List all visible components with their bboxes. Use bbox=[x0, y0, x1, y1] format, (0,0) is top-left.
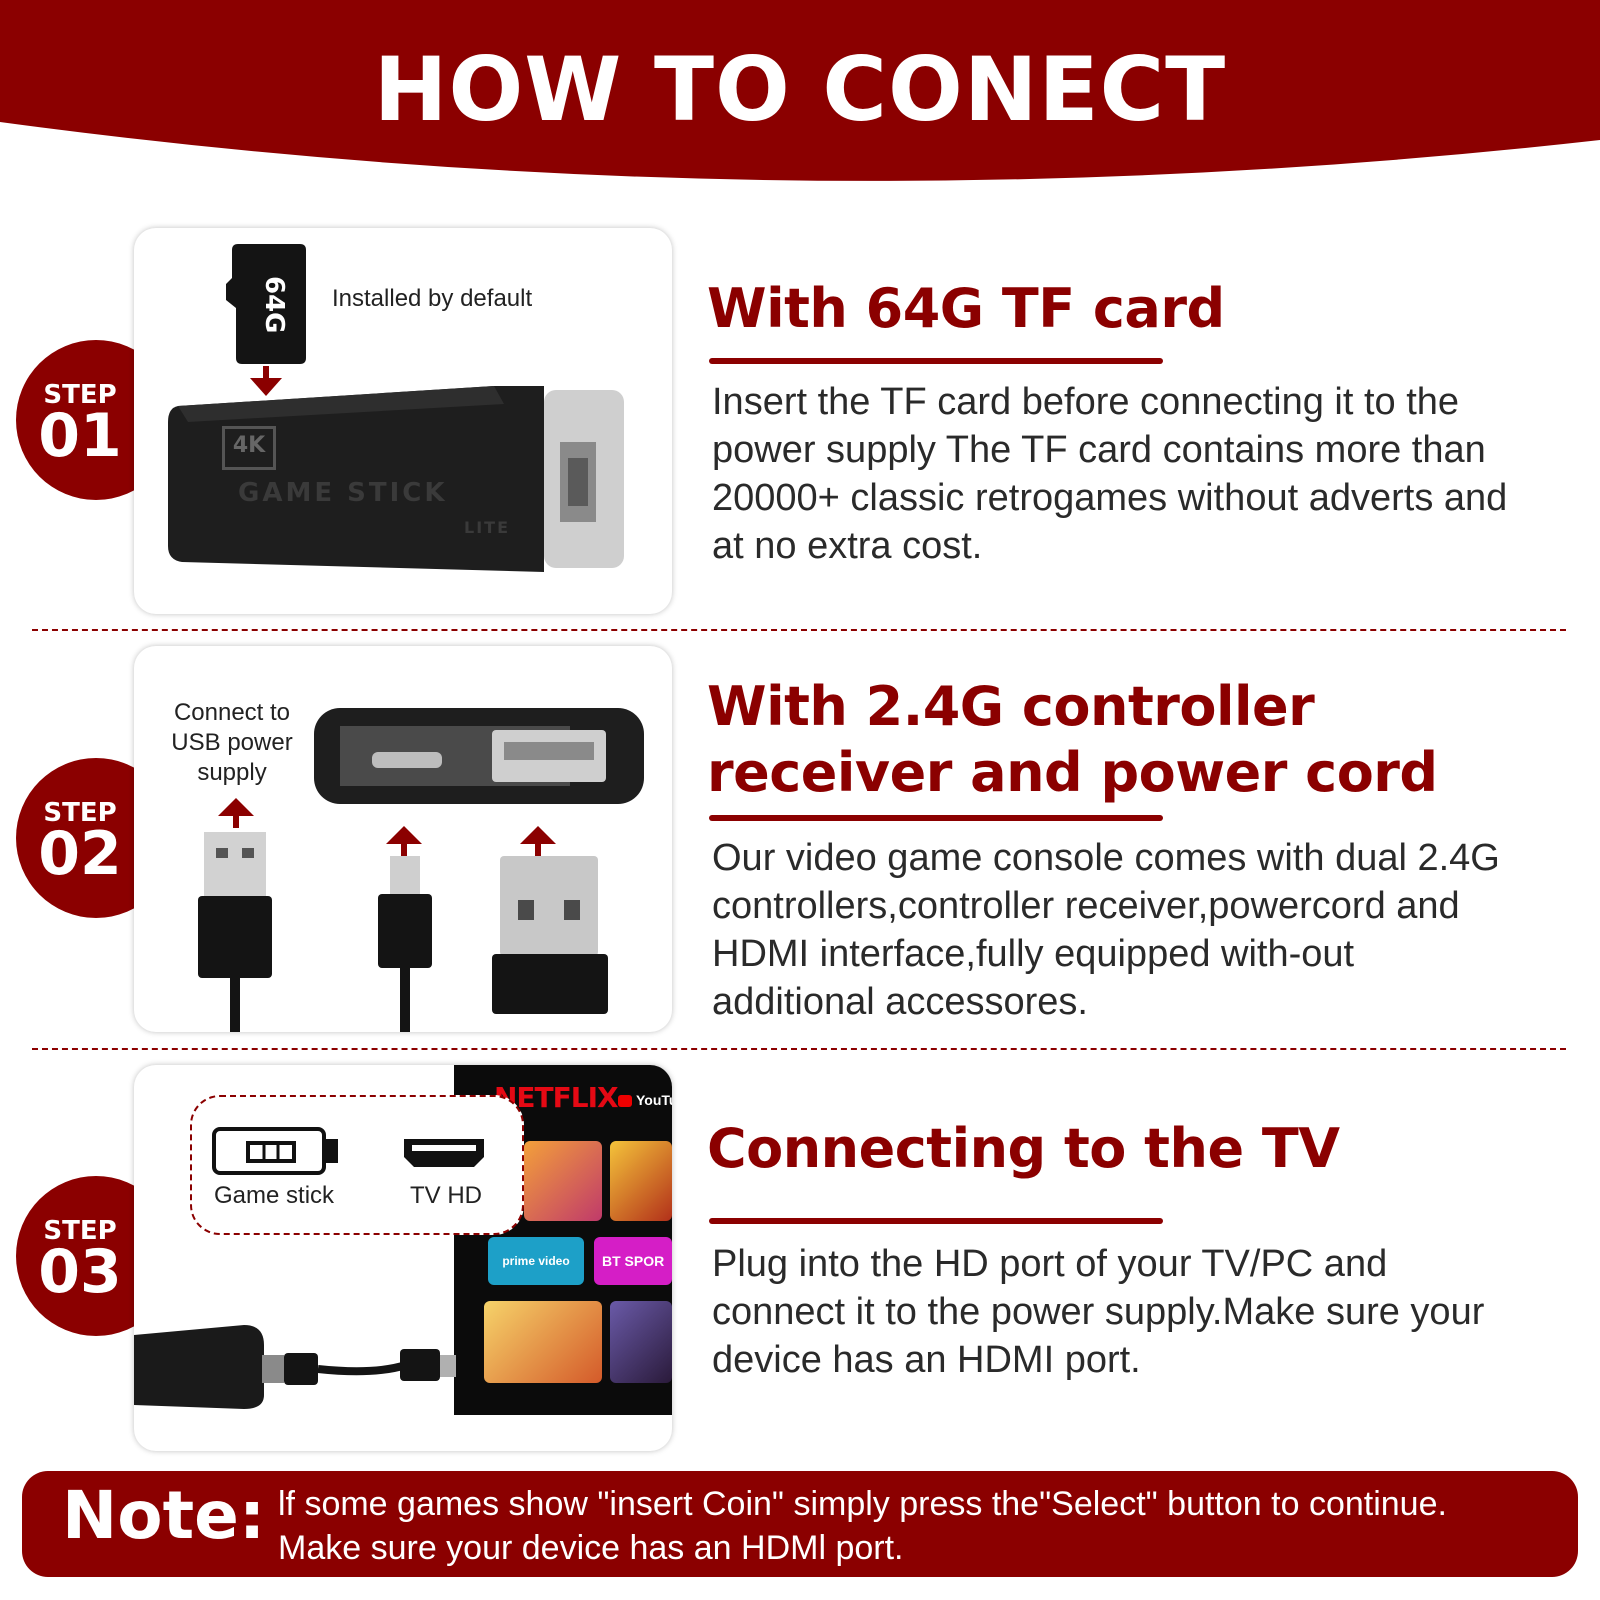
description-line: controllers,controller receiver,powercor… bbox=[712, 885, 1460, 927]
step-number: 03 bbox=[38, 1237, 122, 1307]
description-line: additional accessores. bbox=[712, 981, 1088, 1023]
step-number: 02 bbox=[38, 819, 122, 889]
description-line: Insert the TF card before connecting it … bbox=[712, 381, 1460, 423]
heading-line: With 2.4G controller bbox=[707, 675, 1315, 738]
note-banner bbox=[22, 1471, 1578, 1577]
section-divider bbox=[32, 1048, 1566, 1050]
tv-hd-label: TV HD bbox=[410, 1182, 482, 1209]
step-description: Our video game console comes with dual 2… bbox=[712, 834, 1552, 1026]
description-line: power supply The TF card contains more t… bbox=[712, 429, 1486, 471]
description-line: Plug into the HD port of your TV/PC and bbox=[712, 1243, 1388, 1285]
step-heading: With 2.4G controller receiver and power … bbox=[707, 674, 1438, 806]
step-description: Plug into the HD port of your TV/PC and … bbox=[712, 1240, 1552, 1384]
stick-4k-badge: 4K bbox=[222, 426, 276, 470]
tv-tile bbox=[524, 1141, 602, 1221]
heading-line: receiver and power cord bbox=[707, 741, 1438, 804]
description-line: at no extra cost. bbox=[712, 525, 983, 567]
stick-brand-text: GAME STICK bbox=[238, 478, 448, 508]
description-line: HDMI interface,fully equipped with-out bbox=[712, 933, 1355, 975]
tf-card-icon bbox=[226, 244, 306, 364]
note-line: lf some games show "insert Coin" simply … bbox=[278, 1485, 1447, 1523]
step-heading: With 64G TF card bbox=[707, 277, 1225, 340]
section-divider bbox=[32, 629, 1566, 631]
page-title: HOW TO CONECT bbox=[373, 38, 1227, 141]
arrow-up-icon bbox=[218, 798, 254, 828]
description-line: 20000+ classic retrogames without advert… bbox=[712, 477, 1508, 519]
heading-underline bbox=[709, 815, 1163, 821]
caption-line: Connect to bbox=[173, 699, 291, 726]
caption-line: USB power bbox=[171, 729, 293, 756]
heading-underline bbox=[709, 358, 1163, 364]
header-banner bbox=[0, 0, 1600, 181]
step-image-panel: 64G Installed by default 4K GAME STICK L… bbox=[134, 228, 672, 614]
usb-caption: Connect to USB power supply bbox=[162, 698, 302, 788]
usb-a-cable-image bbox=[198, 832, 272, 1032]
game-stick-label: Game stick bbox=[214, 1182, 335, 1209]
note-label: Note: bbox=[62, 1477, 266, 1554]
tv-screen-image: NETFLIX YouTu prime video BT SPOR bbox=[454, 1065, 672, 1415]
tv-brand2: YouTu bbox=[636, 1092, 672, 1108]
arrow-down-icon bbox=[250, 366, 282, 396]
step-label: STEP bbox=[43, 380, 117, 410]
step-number: 01 bbox=[38, 401, 122, 471]
step-image-panel: NETFLIX YouTu prime video BT SPOR Game s… bbox=[134, 1065, 672, 1451]
stick-ports-image bbox=[314, 708, 644, 804]
tv-tile-prime: prime video bbox=[488, 1237, 584, 1285]
tv-tile bbox=[610, 1141, 672, 1221]
stick-subtext: LITE bbox=[464, 518, 510, 537]
micro-usb-cable-image bbox=[378, 856, 432, 1032]
game-stick-icon bbox=[212, 1127, 338, 1175]
description-line: device has an HDMI port. bbox=[712, 1339, 1141, 1381]
description-line: connect it to the power supply.Make sure… bbox=[712, 1291, 1485, 1333]
tv-tile-bt: BT SPOR bbox=[594, 1237, 672, 1285]
game-stick-image bbox=[168, 386, 624, 572]
hdmi-cable-image bbox=[134, 1325, 456, 1409]
receiver-dongle-image bbox=[492, 856, 608, 1014]
note-line: Make sure your device has an HDMl port. bbox=[278, 1529, 904, 1567]
step-heading: Connecting to the TV bbox=[707, 1117, 1340, 1180]
arrow-up-icon bbox=[386, 826, 422, 856]
arrow-up-icon bbox=[520, 826, 556, 856]
tv-tile bbox=[610, 1301, 672, 1383]
tf-card-label: 64G bbox=[259, 276, 289, 334]
step-description: Insert the TF card before connecting it … bbox=[712, 378, 1552, 570]
heading-underline bbox=[709, 1218, 1163, 1224]
play-icon bbox=[618, 1095, 632, 1107]
step-label: STEP bbox=[43, 798, 117, 828]
description-line: Our video game console comes with dual 2… bbox=[712, 837, 1500, 879]
tf-card-caption: Installed by default bbox=[332, 285, 533, 312]
tv-tile bbox=[484, 1301, 602, 1383]
step-image-panel: Connect to USB power supply bbox=[134, 646, 672, 1032]
caption-line: supply bbox=[197, 759, 267, 786]
hdmi-port-icon bbox=[404, 1139, 484, 1167]
step-label: STEP bbox=[43, 1216, 117, 1246]
